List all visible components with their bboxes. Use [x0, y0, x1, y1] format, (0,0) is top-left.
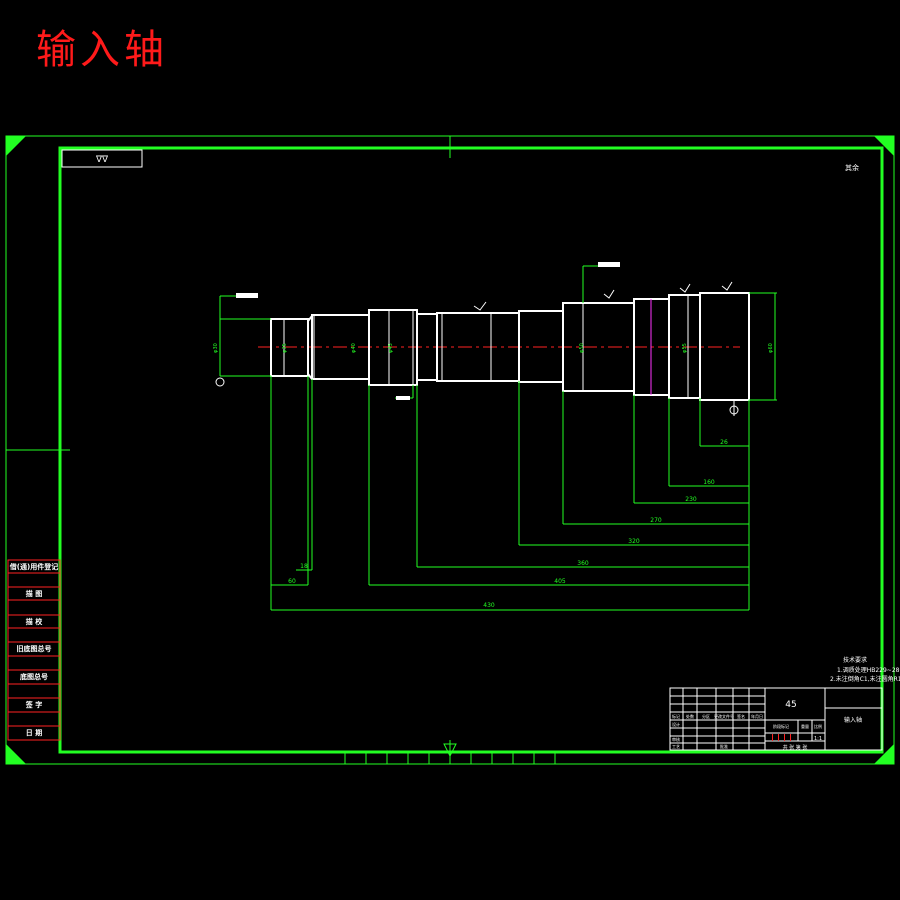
material: 45 [785, 700, 796, 710]
diameter-dimensions [219, 265, 777, 401]
length-dimension-labels: 430 405 360 320 270 230 160 26 60 18 [288, 439, 728, 609]
corner-mark-bl [6, 744, 26, 764]
zone-ticks [344, 752, 556, 764]
part-name: 输入轴 [844, 716, 862, 724]
corner-mark-br [874, 744, 894, 764]
dim-label-360: 360 [577, 560, 589, 567]
dim-label-270: 270 [650, 517, 662, 524]
corner-mark-tl [6, 136, 26, 156]
svg-text:处数: 处数 [686, 713, 694, 719]
sheet-info: 共 张 第 张 [783, 744, 808, 751]
svg-text:φ50: φ50 [579, 343, 585, 353]
dim-label-26: 26 [720, 439, 728, 446]
page-title: 输入轴 [36, 27, 168, 73]
corner-mark-tr [874, 136, 894, 156]
svg-text:重量: 重量 [801, 723, 809, 729]
surface-marks [473, 281, 733, 311]
tech-notes: 技术要求 1.调质处理HB229~286 2.未注倒角C1,未注圆角R1 [830, 656, 900, 683]
dim-label-160: 160 [703, 479, 715, 486]
side-label-signature: 签 字 [25, 701, 43, 709]
svg-text:φ60: φ60 [768, 343, 774, 353]
title-block [669, 687, 883, 751]
dim-label-18: 18 [300, 563, 308, 570]
svg-text:审核: 审核 [672, 736, 680, 742]
top-left-box [61, 149, 143, 168]
svg-text:2.未注倒角C1,未注圆角R1: 2.未注倒角C1,未注圆角R1 [830, 675, 900, 683]
inner-border [58, 146, 884, 754]
side-label-borrowed: 借(通)用件登记 [9, 563, 59, 571]
datum-a-marker [215, 377, 225, 387]
side-label-old-number: 旧底图总号 [16, 645, 52, 653]
svg-text:分区: 分区 [702, 713, 710, 719]
roughness-symbols [236, 262, 620, 400]
title-block-text: 45 输入轴 1:1 共 张 第 张 标记 处数 分区 更改文件号 签名 年月日… [672, 700, 862, 751]
side-label-date: 日 期 [25, 729, 43, 737]
svg-text:技术要求: 技术要求 [843, 656, 867, 664]
svg-text:工艺: 工艺 [672, 744, 680, 749]
side-label-trace-check: 描 校 [25, 618, 43, 626]
side-label-table [7, 559, 61, 741]
svg-text:更改文件号: 更改文件号 [714, 713, 734, 719]
dim-label-total: 430 [483, 602, 495, 609]
svg-text:年月日: 年月日 [751, 713, 763, 719]
svg-text:阶段标记: 阶段标记 [773, 723, 789, 729]
svg-text:φ55: φ55 [682, 343, 688, 353]
dim-label-60: 60 [288, 578, 296, 585]
svg-text:批准: 批准 [720, 743, 728, 749]
svg-text:φ40: φ40 [351, 343, 357, 353]
svg-text:φ45: φ45 [388, 343, 394, 353]
top-left-box-label: ∇∇ [95, 155, 109, 165]
svg-text:1.调质处理HB229~286: 1.调质处理HB229~286 [837, 666, 900, 674]
svg-text:φ35: φ35 [282, 343, 288, 353]
dim-label-405: 405 [554, 578, 566, 585]
svg-text:标记: 标记 [672, 713, 680, 719]
length-dimensions [270, 376, 750, 611]
svg-text:φ30: φ30 [213, 343, 219, 353]
top-right-note: 其余 [845, 163, 859, 172]
outer-border [5, 135, 895, 765]
scale: 1:1 [814, 736, 822, 742]
svg-text:签名: 签名 [737, 713, 745, 719]
side-label-base-number: 底图总号 [20, 673, 48, 681]
title-block-marks [772, 734, 791, 741]
diameter-labels: φ30 φ35 φ40 φ45 φ50 φ55 φ60 [213, 343, 774, 353]
dim-label-320: 320 [628, 538, 640, 545]
dim-label-230: 230 [685, 496, 697, 503]
svg-text:比例: 比例 [814, 723, 822, 729]
side-label-tracing: 描 图 [25, 590, 43, 598]
svg-text:设计: 设计 [672, 721, 680, 727]
shaft-detail-lines [283, 295, 689, 398]
